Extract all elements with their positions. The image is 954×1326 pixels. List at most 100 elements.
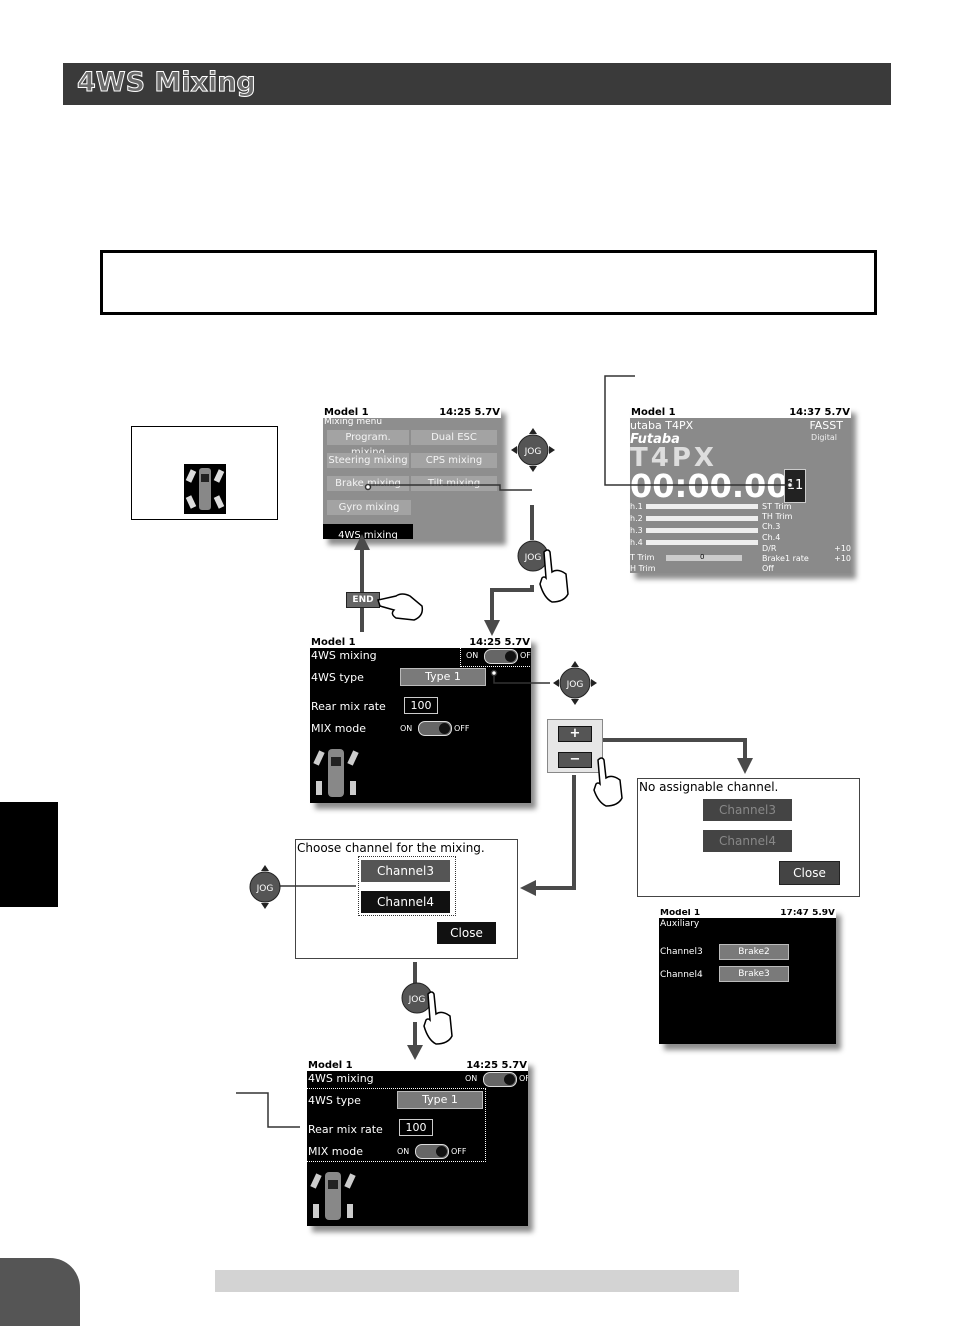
digital-label: Digital bbox=[811, 433, 837, 442]
dialog-message: Choose channel for the mixing. bbox=[297, 841, 485, 855]
right-label: Brake1 rate bbox=[762, 554, 809, 563]
menu-item-program-mixing[interactable]: Program. mixing bbox=[327, 430, 409, 458]
futaba-logo: Futaba bbox=[630, 432, 680, 447]
menu-item-dual-esc[interactable]: Dual ESC bbox=[411, 430, 497, 445]
ws-type-button[interactable]: Type 1 bbox=[400, 668, 486, 686]
jog-label: JOG bbox=[566, 680, 584, 690]
arrow-to-no-channel-dialog bbox=[600, 738, 747, 760]
section-title-bar: 4WS Mixing bbox=[63, 63, 891, 105]
off-label: OFF bbox=[520, 651, 531, 660]
focus-frame bbox=[307, 1088, 486, 1162]
trim-bar bbox=[666, 555, 742, 561]
footer-bar bbox=[215, 1270, 739, 1292]
channel-label: h.2 bbox=[630, 514, 643, 523]
chapter-side-tab bbox=[0, 802, 58, 907]
channel-bar bbox=[646, 516, 758, 521]
ws-type-button[interactable]: Type 1 bbox=[397, 1091, 483, 1109]
menu-item-tilt-mixing[interactable]: Tilt mixing bbox=[411, 476, 497, 491]
status-bar: Model 1 14:25 5.7V bbox=[307, 1060, 528, 1071]
ws-type-label: 4WS type bbox=[308, 1094, 361, 1107]
menu-item-4ws-mixing[interactable]: 4WS mixing bbox=[323, 524, 413, 539]
no-channel-dialog: No assignable channel. Channel3 Channel4… bbox=[637, 778, 860, 897]
minus-button[interactable]: − bbox=[558, 752, 592, 768]
end-button[interactable]: END bbox=[346, 592, 380, 608]
channel-bar bbox=[646, 504, 758, 509]
status-time-voltage: 14:25 5.7V bbox=[439, 407, 500, 418]
choose-channel-dialog: Choose channel for the mixing. Channel3 … bbox=[295, 839, 518, 959]
mixing-menu-screen: Model 1 14:25 5.7V Mixing menu Program. … bbox=[323, 407, 501, 539]
ws-mixing-toggle[interactable] bbox=[484, 649, 518, 664]
channel3-button[interactable]: Channel3 bbox=[361, 860, 450, 882]
pointing-hand-icon bbox=[423, 991, 453, 1045]
channel-label: h.1 bbox=[630, 502, 643, 511]
screen-title: Auxiliary bbox=[660, 919, 700, 929]
ws-type-label: 4WS type bbox=[311, 671, 364, 684]
jog-label: JOG bbox=[524, 447, 542, 457]
ws-mixing-screen-final: Model 1 14:25 5.7V 4WS mixing ON OF 4WS … bbox=[307, 1060, 528, 1226]
status-time-voltage: 14:37 5.7V bbox=[789, 407, 850, 418]
rear-mix-rate-value[interactable]: 100 bbox=[404, 697, 438, 714]
home-screen: Model 1 14:37 5.7V utaba T4PX FASST Digi… bbox=[630, 407, 851, 573]
status-bar: Model 1 14:25 5.7V bbox=[310, 637, 531, 648]
off-label: OFF bbox=[451, 1147, 467, 1156]
close-button[interactable]: Close bbox=[437, 922, 496, 944]
aux-row-label: Channel3 bbox=[660, 947, 703, 957]
status-time-voltage: 14:25 5.7V bbox=[466, 1060, 527, 1071]
channel4-button[interactable]: Channel4 bbox=[361, 891, 450, 913]
on-label: ON bbox=[466, 651, 479, 660]
jog-label: JOG bbox=[256, 884, 274, 894]
model-name: Model 1 bbox=[311, 637, 356, 648]
jog-updown-icon[interactable]: JOG bbox=[242, 864, 288, 910]
model-name: Model 1 bbox=[631, 407, 676, 418]
menu-item-brake-mixing[interactable]: Brake mixing bbox=[327, 476, 409, 491]
menu-title: Mixing menu bbox=[324, 417, 383, 427]
mix-mode-toggle[interactable] bbox=[418, 721, 452, 736]
on-label: ON bbox=[397, 1147, 410, 1156]
on-label: ON bbox=[400, 724, 413, 733]
t4px-logo: T4PX bbox=[630, 443, 717, 473]
plus-minus-panel: + − bbox=[547, 719, 603, 773]
rear-mix-rate-value[interactable]: 100 bbox=[399, 1119, 433, 1136]
section-title: 4WS Mixing bbox=[77, 67, 257, 99]
aux-row-value[interactable]: Brake2 bbox=[719, 944, 789, 960]
timer-badge[interactable]: 11 bbox=[784, 469, 806, 503]
arrow-to-ws-screen bbox=[490, 585, 534, 622]
off-label: OFF bbox=[454, 724, 470, 733]
ws-mixing-toggle[interactable] bbox=[483, 1072, 517, 1087]
close-button[interactable]: Close bbox=[779, 861, 840, 885]
menu-item-gyro-mixing[interactable]: Gyro mixing bbox=[327, 500, 411, 515]
status-time-voltage: 17:47 5.9V bbox=[780, 909, 835, 918]
four-wheel-steering-icon bbox=[310, 1172, 356, 1220]
right-label: ST Trim bbox=[762, 502, 792, 511]
page-number-tab bbox=[0, 1258, 80, 1326]
channel4-button-disabled: Channel4 bbox=[703, 830, 792, 852]
four-wheel-steering-icon bbox=[184, 464, 226, 514]
status-bar: Model 1 14:37 5.7V bbox=[630, 407, 851, 418]
ws-mixing-label: 4WS mixing bbox=[308, 1072, 374, 1085]
rear-mix-rate-label: Rear mix rate bbox=[308, 1123, 383, 1136]
model-name: Model 1 bbox=[660, 909, 701, 918]
channel-bar bbox=[646, 528, 758, 533]
menu-item-cps-mixing[interactable]: CPS mixing bbox=[411, 453, 497, 468]
arrow-to-choose-dialog bbox=[534, 775, 576, 890]
timer-display[interactable]: 00:00.00 bbox=[630, 467, 789, 505]
jog-dial-icon[interactable]: JOG bbox=[552, 660, 598, 706]
menu-item-steering-mixing[interactable]: Steering mixing bbox=[327, 453, 409, 468]
ws-mixing-screen: Model 1 14:25 5.7V 4WS mixing ON OFF 4WS… bbox=[310, 637, 531, 803]
status-bar: Model 1 14:25 5.7V bbox=[323, 407, 501, 418]
right-label: Ch.3 bbox=[762, 522, 781, 531]
four-wheel-steering-icon bbox=[313, 749, 359, 797]
jog-dial-icon[interactable]: JOG bbox=[510, 427, 556, 473]
right-value: +10 bbox=[834, 554, 851, 563]
aux-row-value[interactable]: Brake3 bbox=[719, 966, 789, 982]
trim-label: T Trim bbox=[630, 553, 655, 562]
pointing-hand-icon bbox=[539, 549, 569, 603]
pointing-hand-icon bbox=[593, 757, 623, 807]
plus-button[interactable]: + bbox=[558, 726, 592, 742]
note-box bbox=[100, 250, 877, 315]
mix-mode-toggle[interactable] bbox=[415, 1144, 449, 1159]
on-label: ON bbox=[465, 1074, 478, 1083]
off-label: OF bbox=[519, 1074, 528, 1083]
jog-label: JOG bbox=[408, 995, 426, 1005]
focus-frame bbox=[460, 647, 531, 667]
